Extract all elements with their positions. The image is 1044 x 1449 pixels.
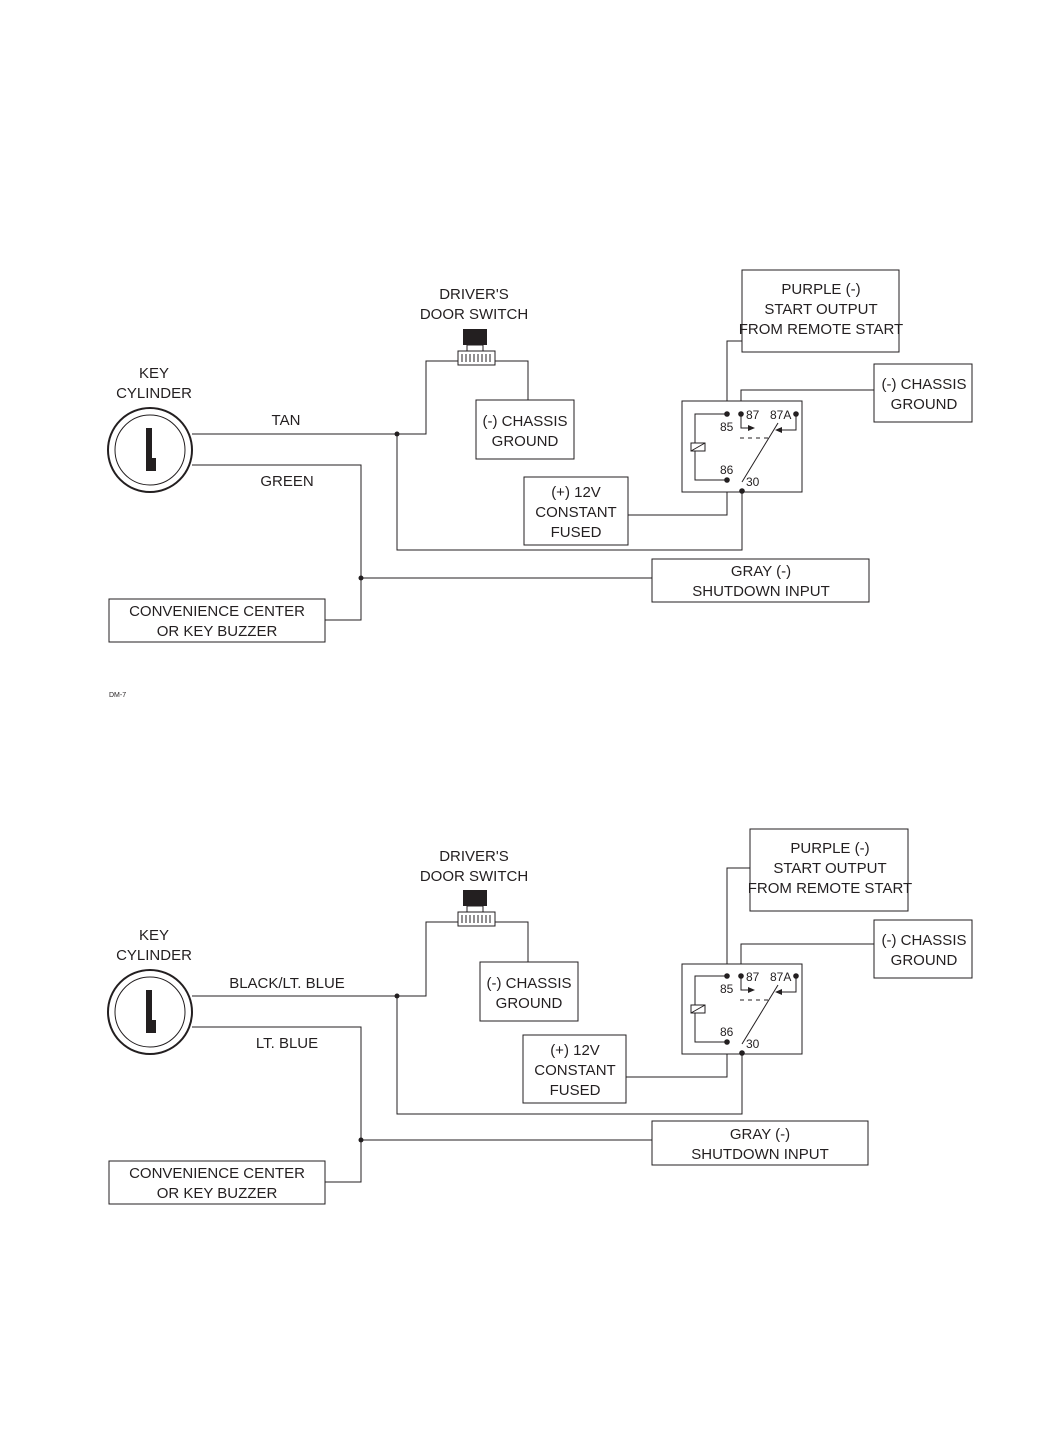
lower-wire-label: LT. BLUE [256,1035,318,1052]
svg-text:CONVENIENCE CENTER: CONVENIENCE CENTER [129,603,305,620]
wiring-diagram-2: KEY CYLINDER BLACK/LT. BLUE LT. BLUE DRI… [107,828,973,1205]
door-switch-icon [457,890,496,927]
convenience-center-box: CONVENIENCE CENTER OR KEY BUZZER [108,1160,326,1205]
svg-text:85: 85 [720,420,734,434]
start-output-box: PURPLE (-) START OUTPUT FROM REMOTE STAR… [739,269,903,353]
shutdown-input-box: GRAY (-) SHUTDOWN INPUT [651,558,870,603]
svg-text:GROUND: GROUND [496,995,563,1012]
svg-text:PURPLE (-): PURPLE (-) [790,840,869,857]
svg-text:FROM REMOTE START: FROM REMOTE START [739,321,903,338]
lower-wire-label: GREEN [260,473,313,490]
wiring-diagram-1: KEY CYLINDER TAN GREEN DRIVER'S DOOR SWI… [107,269,973,643]
svg-text:FROM REMOTE START: FROM REMOTE START [748,880,912,897]
tan-wire [192,360,458,435]
door-chassis-ground-box: (-) CHASSIS GROUND [475,399,575,460]
svg-text:30: 30 [746,1037,760,1051]
junction-dot [394,993,400,999]
door-switch-label: DRIVER'S [439,848,509,865]
svg-text:FUSED: FUSED [550,1082,601,1099]
svg-text:PURPLE (-): PURPLE (-) [781,281,860,298]
svg-text:86: 86 [720,1025,734,1039]
door-switch-label: DRIVER'S [439,286,509,303]
svg-text:FUSED: FUSED [551,524,602,541]
svg-text:86: 86 [720,463,734,477]
relay: 85 86 87 87A 30 [681,963,803,1056]
purple-start-wire [726,340,742,414]
upper-wire-label: BLACK/LT. BLUE [229,975,345,992]
door-chassis-ground-box: (-) CHASSIS GROUND [479,961,579,1022]
svg-text:GRAY (-): GRAY (-) [731,563,791,580]
svg-text:CONSTANT: CONSTANT [535,504,616,521]
key-cylinder-label: KEY [139,365,169,382]
svg-text:CONSTANT: CONSTANT [534,1062,615,1079]
junction-dot [394,431,400,437]
black-lt-blue-to-relay-30-wire [396,996,743,1115]
relay-chassis-ground-box: (-) CHASSIS GROUND [873,363,973,423]
svg-text:30: 30 [746,475,760,489]
svg-text:85: 85 [720,982,734,996]
figure-code: DM-7 [109,692,126,699]
relay: 85 86 87 87A 30 [681,400,803,494]
svg-text:START OUTPUT: START OUTPUT [773,860,886,877]
svg-text:GROUND: GROUND [891,952,958,969]
svg-text:SHUTDOWN INPUT: SHUTDOWN INPUT [692,583,830,600]
svg-text:OR KEY BUZZER: OR KEY BUZZER [157,623,278,640]
svg-text:(+) 12V: (+) 12V [550,1042,600,1059]
relay-chassis-ground-box: (-) CHASSIS GROUND [873,919,973,979]
svg-text:87: 87 [746,970,760,984]
svg-text:START OUTPUT: START OUTPUT [764,301,877,318]
door-switch-label: DOOR SWITCH [420,306,528,323]
upper-wire-label: TAN [272,412,301,429]
svg-text:(-) CHASSIS: (-) CHASSIS [881,932,966,949]
svg-text:(-) CHASSIS: (-) CHASSIS [486,975,571,992]
svg-text:OR KEY BUZZER: OR KEY BUZZER [157,1185,278,1202]
shutdown-input-box: GRAY (-) SHUTDOWN INPUT [651,1120,869,1166]
svg-text:SHUTDOWN INPUT: SHUTDOWN INPUT [691,1146,829,1163]
door-switch-icon [457,329,496,366]
key-cylinder-label: KEY [139,927,169,944]
door-switch-ground-wire [495,360,529,400]
purple-start-wire [726,867,750,976]
black-lt-blue-wire [192,921,458,997]
key-cylinder-icon [107,969,193,1055]
green-wire [192,464,362,621]
svg-text:87A: 87A [770,970,791,984]
key-cylinder-icon [107,407,193,493]
svg-text:(-) CHASSIS: (-) CHASSIS [482,413,567,430]
svg-text:(+) 12V: (+) 12V [551,484,601,501]
convenience-center-box: CONVENIENCE CENTER OR KEY BUZZER [108,598,326,643]
constant-12v-box: (+) 12V CONSTANT FUSED [522,1034,627,1104]
junction-dot [358,575,364,581]
key-cylinder-label: CYLINDER [116,385,192,402]
tan-to-relay-30-wire [396,434,743,551]
constant-12v-box: (+) 12V CONSTANT FUSED [523,476,629,546]
door-switch-ground-wire [495,921,529,962]
svg-text:GRAY (-): GRAY (-) [730,1126,790,1143]
svg-text:GROUND: GROUND [492,433,559,450]
junction-dot [358,1137,364,1143]
svg-text:87: 87 [746,408,760,422]
lt-blue-wire [192,1026,362,1183]
key-cylinder-label: CYLINDER [116,947,192,964]
door-switch-label: DOOR SWITCH [420,868,528,885]
svg-text:GROUND: GROUND [891,396,958,413]
svg-text:CONVENIENCE CENTER: CONVENIENCE CENTER [129,1165,305,1182]
svg-text:(-) CHASSIS: (-) CHASSIS [881,376,966,393]
start-output-box: PURPLE (-) START OUTPUT FROM REMOTE STAR… [748,828,912,912]
svg-text:87A: 87A [770,408,791,422]
